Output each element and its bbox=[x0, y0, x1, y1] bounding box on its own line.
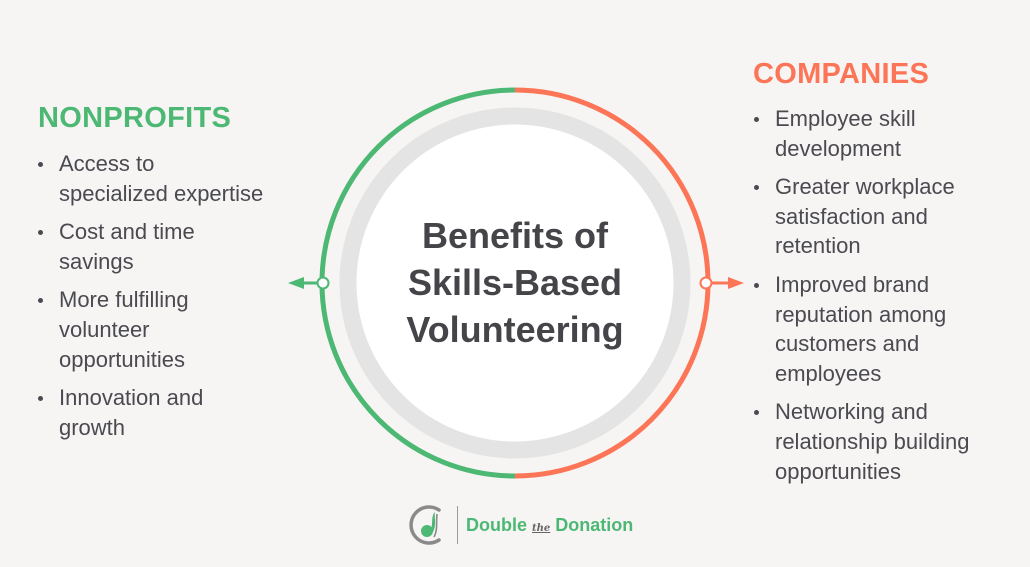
list-item: Improved brand reputation among customer… bbox=[754, 270, 1014, 388]
bullet-icon bbox=[754, 117, 759, 122]
list-item: Employee skill development bbox=[754, 104, 1014, 163]
bullet-icon bbox=[754, 282, 759, 288]
bullet-icon bbox=[754, 185, 759, 191]
list-item: Networking and relationship building opp… bbox=[754, 397, 1014, 486]
bullet-icon bbox=[38, 298, 43, 304]
nonprofits-heading: NONPROFITS bbox=[38, 102, 232, 134]
center-title: Benefits of Skills-Based Volunteering bbox=[365, 212, 665, 353]
list-item: Greater workplace satisfaction and reten… bbox=[754, 172, 1014, 261]
bullet-icon bbox=[38, 396, 43, 402]
list-item: More fulfilling volunteer opportunities bbox=[38, 285, 268, 374]
double-the-donation-logo: Double the Donation bbox=[409, 502, 633, 548]
right-arrow-icon bbox=[699, 276, 744, 290]
inner-gray-ring bbox=[339, 107, 691, 459]
logo-mark-icon bbox=[409, 505, 441, 545]
list-item: Innovation and growth bbox=[38, 383, 268, 442]
logo-wordmark: Double the Donation bbox=[466, 514, 634, 535]
center-title-line-3: Volunteering bbox=[406, 309, 624, 350]
left-arrow-icon bbox=[288, 276, 330, 290]
bullet-icon bbox=[754, 410, 759, 416]
center-title-line-2: Skills-Based bbox=[407, 262, 623, 303]
logo-divider bbox=[457, 506, 458, 544]
bullet-icon bbox=[38, 230, 43, 236]
companies-heading: COMPANIES bbox=[753, 58, 930, 90]
list-item: Cost and time savings bbox=[38, 217, 268, 276]
companies-benefits-list: Employee skill development Greater workp… bbox=[754, 104, 1014, 495]
center-title-line-1: Benefits of bbox=[421, 215, 608, 256]
nonprofits-benefits-list: Access to specialized expertise Cost and… bbox=[38, 149, 268, 451]
bullet-icon bbox=[38, 162, 43, 167]
list-item: Access to specialized expertise bbox=[38, 149, 268, 208]
